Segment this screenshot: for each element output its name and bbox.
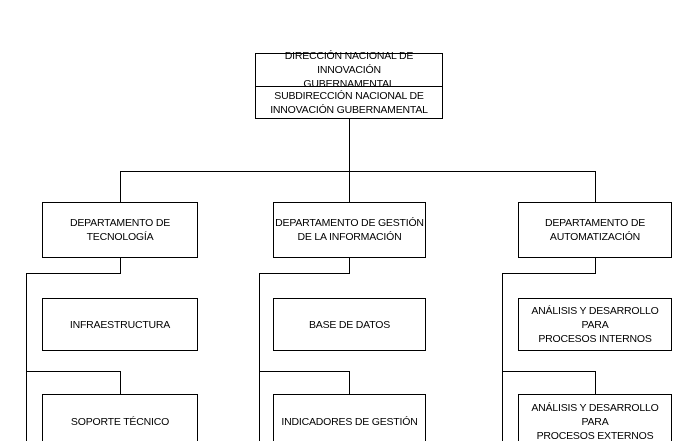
departamento-gestion-box: DEPARTAMENTO DE GESTIÓN DE LA INFORMACIÓ… [273,202,426,258]
tecnologia-line1: DEPARTAMENTO DE [69,217,171,229]
departamento-automatizacion-box: DEPARTAMENTO DE AUTOMATIZACIÓN [518,202,672,258]
procesos-internos-line2: PROCESOS INTERNOS [538,332,652,345]
connector-tecnologia-h2 [26,371,121,372]
soporte-tecnico-box: SOPORTE TÉCNICO [42,394,198,441]
connector-gestion-left-rail [259,273,260,441]
base-de-datos-label: BASE DE DATOS [308,318,391,331]
connector-dept-bar [120,171,596,172]
subdireccion-line2: INNOVACIÓN GUBERNAMENTAL [270,103,428,116]
connector-tecnologia-down [120,257,121,274]
subdireccion-nacional-box: SUBDIRECCIÓN NACIONAL DE INNOVACIÓN GUBE… [255,86,443,119]
automatizacion-line2: AUTOMATIZACIÓN [549,231,641,243]
procesos-internos-line1: ANÁLISIS Y DESARROLLO PARA [531,304,659,331]
connector-gestion-drop2 [349,371,350,395]
connector-automatizacion-h1 [502,273,596,274]
connector-to-tecnologia [120,171,121,202]
tecnologia-line2: TECNOLOGÍA [86,231,154,243]
procesos-externos-line1: ANÁLISIS Y DESARROLLO PARA [531,401,659,428]
connector-gestion-down [349,257,350,274]
connector-tecnologia-h1 [26,273,121,274]
connector-automatizacion-left-rail [502,273,503,441]
connector-top-trunk [349,118,350,172]
connector-gestion-h1 [259,273,350,274]
base-de-datos-box: BASE DE DATOS [273,298,426,351]
procesos-externos-line2: PROCESOS EXTERNOS [536,429,654,441]
direccion-nacional-box: DIRECCIÓN NACIONAL DE INNOVACIÓN GUBERNA… [255,50,443,90]
soporte-tecnico-label: SOPORTE TÉCNICO [70,415,170,428]
subdireccion-line1: SUBDIRECCIÓN NACIONAL DE [274,89,424,102]
connector-automatizacion-h2 [502,371,596,372]
infraestructura-label: INFRAESTRUCTURA [69,318,171,331]
connector-tecnologia-drop2 [120,371,121,395]
connector-automatizacion-drop2 [595,371,596,395]
departamento-tecnologia-box: DEPARTAMENTO DE TECNOLOGÍA [42,202,198,258]
connector-tecnologia-left-rail [26,273,27,441]
gestion-line2: DE LA INFORMACIÓN [297,231,402,243]
connector-to-gestion [349,171,350,202]
procesos-internos-box: ANÁLISIS Y DESARROLLO PARA PROCESOS INTE… [518,298,672,351]
indicadores-gestion-label: INDICADORES DE GESTIÓN [281,415,418,428]
automatizacion-line1: DEPARTAMENTO DE [544,217,646,229]
direccion-line1: DIRECCIÓN NACIONAL DE INNOVACIÓN [284,50,414,76]
infraestructura-box: INFRAESTRUCTURA [42,298,198,351]
indicadores-gestion-box: INDICADORES DE GESTIÓN [273,394,426,441]
gestion-line1: DEPARTAMENTO DE GESTIÓN [275,217,424,229]
procesos-externos-box: ANÁLISIS Y DESARROLLO PARA PROCESOS EXTE… [518,394,672,441]
connector-gestion-h2 [259,371,350,372]
connector-automatizacion-down [595,257,596,274]
connector-to-automatizacion [595,171,596,202]
